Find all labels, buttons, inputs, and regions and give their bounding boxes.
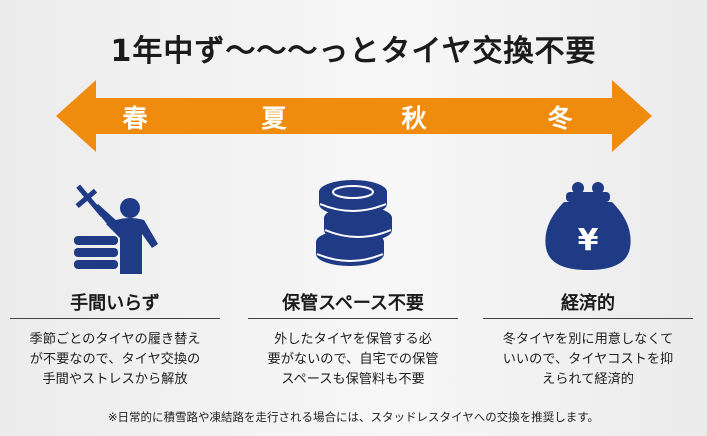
worker-with-tire-stack-icon xyxy=(74,184,158,274)
feature-title: 経済的 xyxy=(561,293,615,314)
footnote: ※日常的に積雪路や凍結路を走行される場合には、スタッドレスタイヤへの交換を推奨し… xyxy=(107,410,600,424)
feature-description: 外したタイヤを保管する必 要がないので、自宅での保管 スペースも保管料も不要 xyxy=(267,332,439,387)
divider xyxy=(483,318,693,319)
divider xyxy=(10,318,220,319)
feature-title: 保管スペース不要 xyxy=(282,293,424,314)
page-title: 1年中ず〜〜〜っとタイヤ交換不要 xyxy=(110,34,597,69)
season-autumn: 秋 xyxy=(401,104,427,133)
tire-stack-icon xyxy=(316,180,392,266)
svg-text:¥: ¥ xyxy=(578,223,599,258)
season-winter: 冬 xyxy=(547,104,573,133)
season-summer: 夏 xyxy=(261,104,287,133)
feature-title: 手間いらず xyxy=(70,293,160,314)
yen-purse-icon: ¥ xyxy=(545,182,631,270)
season-arrow xyxy=(56,80,652,152)
season-spring: 春 xyxy=(122,104,148,133)
feature-description: 冬タイヤを別に用意しなくて いいので、タイヤコストを抑 えられて経済的 xyxy=(502,332,674,387)
divider xyxy=(248,318,458,319)
feature-description: 季節ごとのタイヤの履き替え が不要なので、タイヤ交換の 手間やストレスから解放 xyxy=(29,332,201,387)
